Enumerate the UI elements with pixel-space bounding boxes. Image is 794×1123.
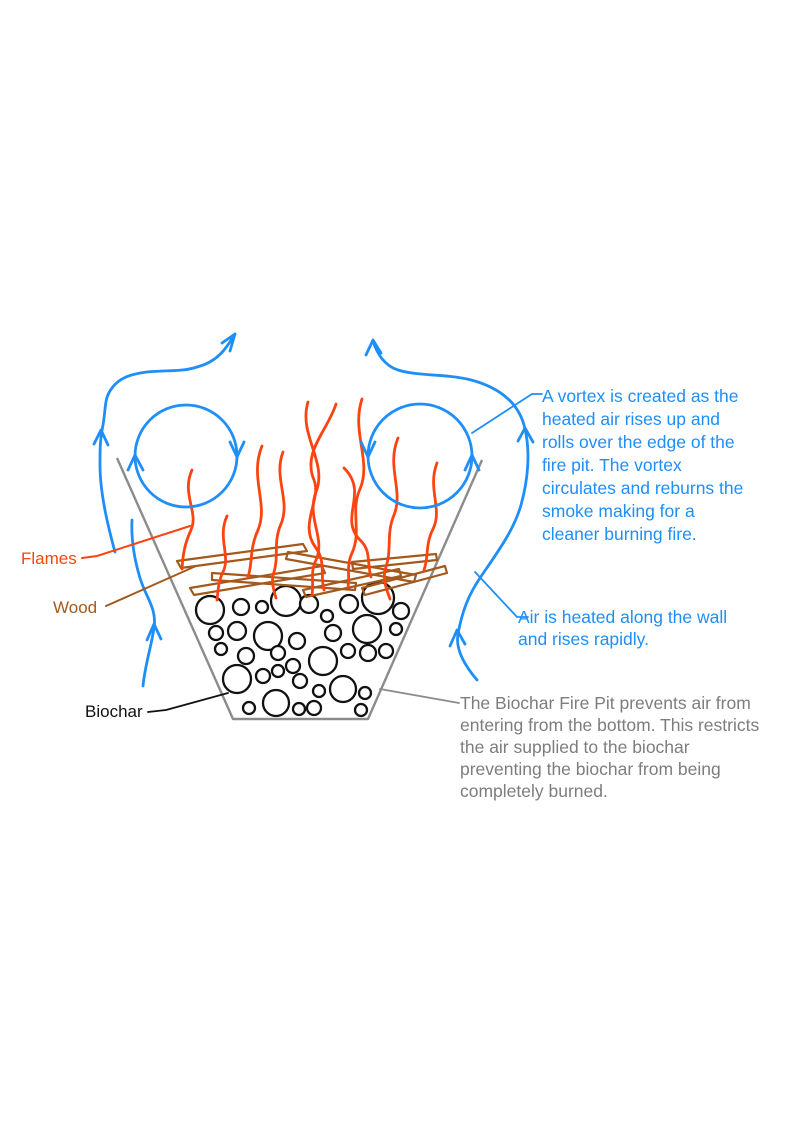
air-flow-right <box>364 338 535 682</box>
biochar-label: Biochar <box>85 702 143 721</box>
updraft-left-arrowhead <box>220 332 237 353</box>
biochar-leader-line <box>147 692 229 713</box>
vortex-left-down-arrowhead <box>228 440 246 459</box>
updraft-right-arrowhead <box>364 338 383 357</box>
vortex-right-circle <box>359 402 481 510</box>
air-right-upper-arrowhead <box>516 426 535 444</box>
pit-note-leader-line <box>379 688 460 704</box>
wood-leader-line <box>105 565 197 607</box>
fire-pit-walls <box>115 457 484 721</box>
vortex-right-down-arrowhead <box>359 440 377 459</box>
fire-pit-note: The Biochar Fire Pit prevents air from e… <box>460 693 760 801</box>
air-left-wall-arrowhead <box>145 622 163 642</box>
air-flow-left-outer <box>92 332 237 554</box>
wood-label: Wood <box>53 598 98 617</box>
flames-label: Flames <box>21 549 77 568</box>
vortex-note: A vortex is created as the heated air ri… <box>542 386 744 544</box>
vortex-right-up-arrowhead <box>463 453 481 472</box>
vortex-left-up-arrowhead <box>126 453 145 472</box>
vortex-note-leader-line <box>471 393 543 434</box>
air-note-leader-line <box>474 571 529 618</box>
air-right-wall-arrowhead <box>448 628 467 648</box>
wall-air-note: Air is heated along the wall and rises r… <box>518 607 728 649</box>
flames <box>180 397 439 602</box>
air-left-mid-arrowhead <box>92 428 110 447</box>
leader-lines <box>81 393 543 713</box>
flames-leader-line <box>81 525 191 559</box>
air-flow-left-wall <box>130 518 163 688</box>
vortex-left-circle <box>126 403 246 509</box>
wood-sticks <box>175 542 449 599</box>
